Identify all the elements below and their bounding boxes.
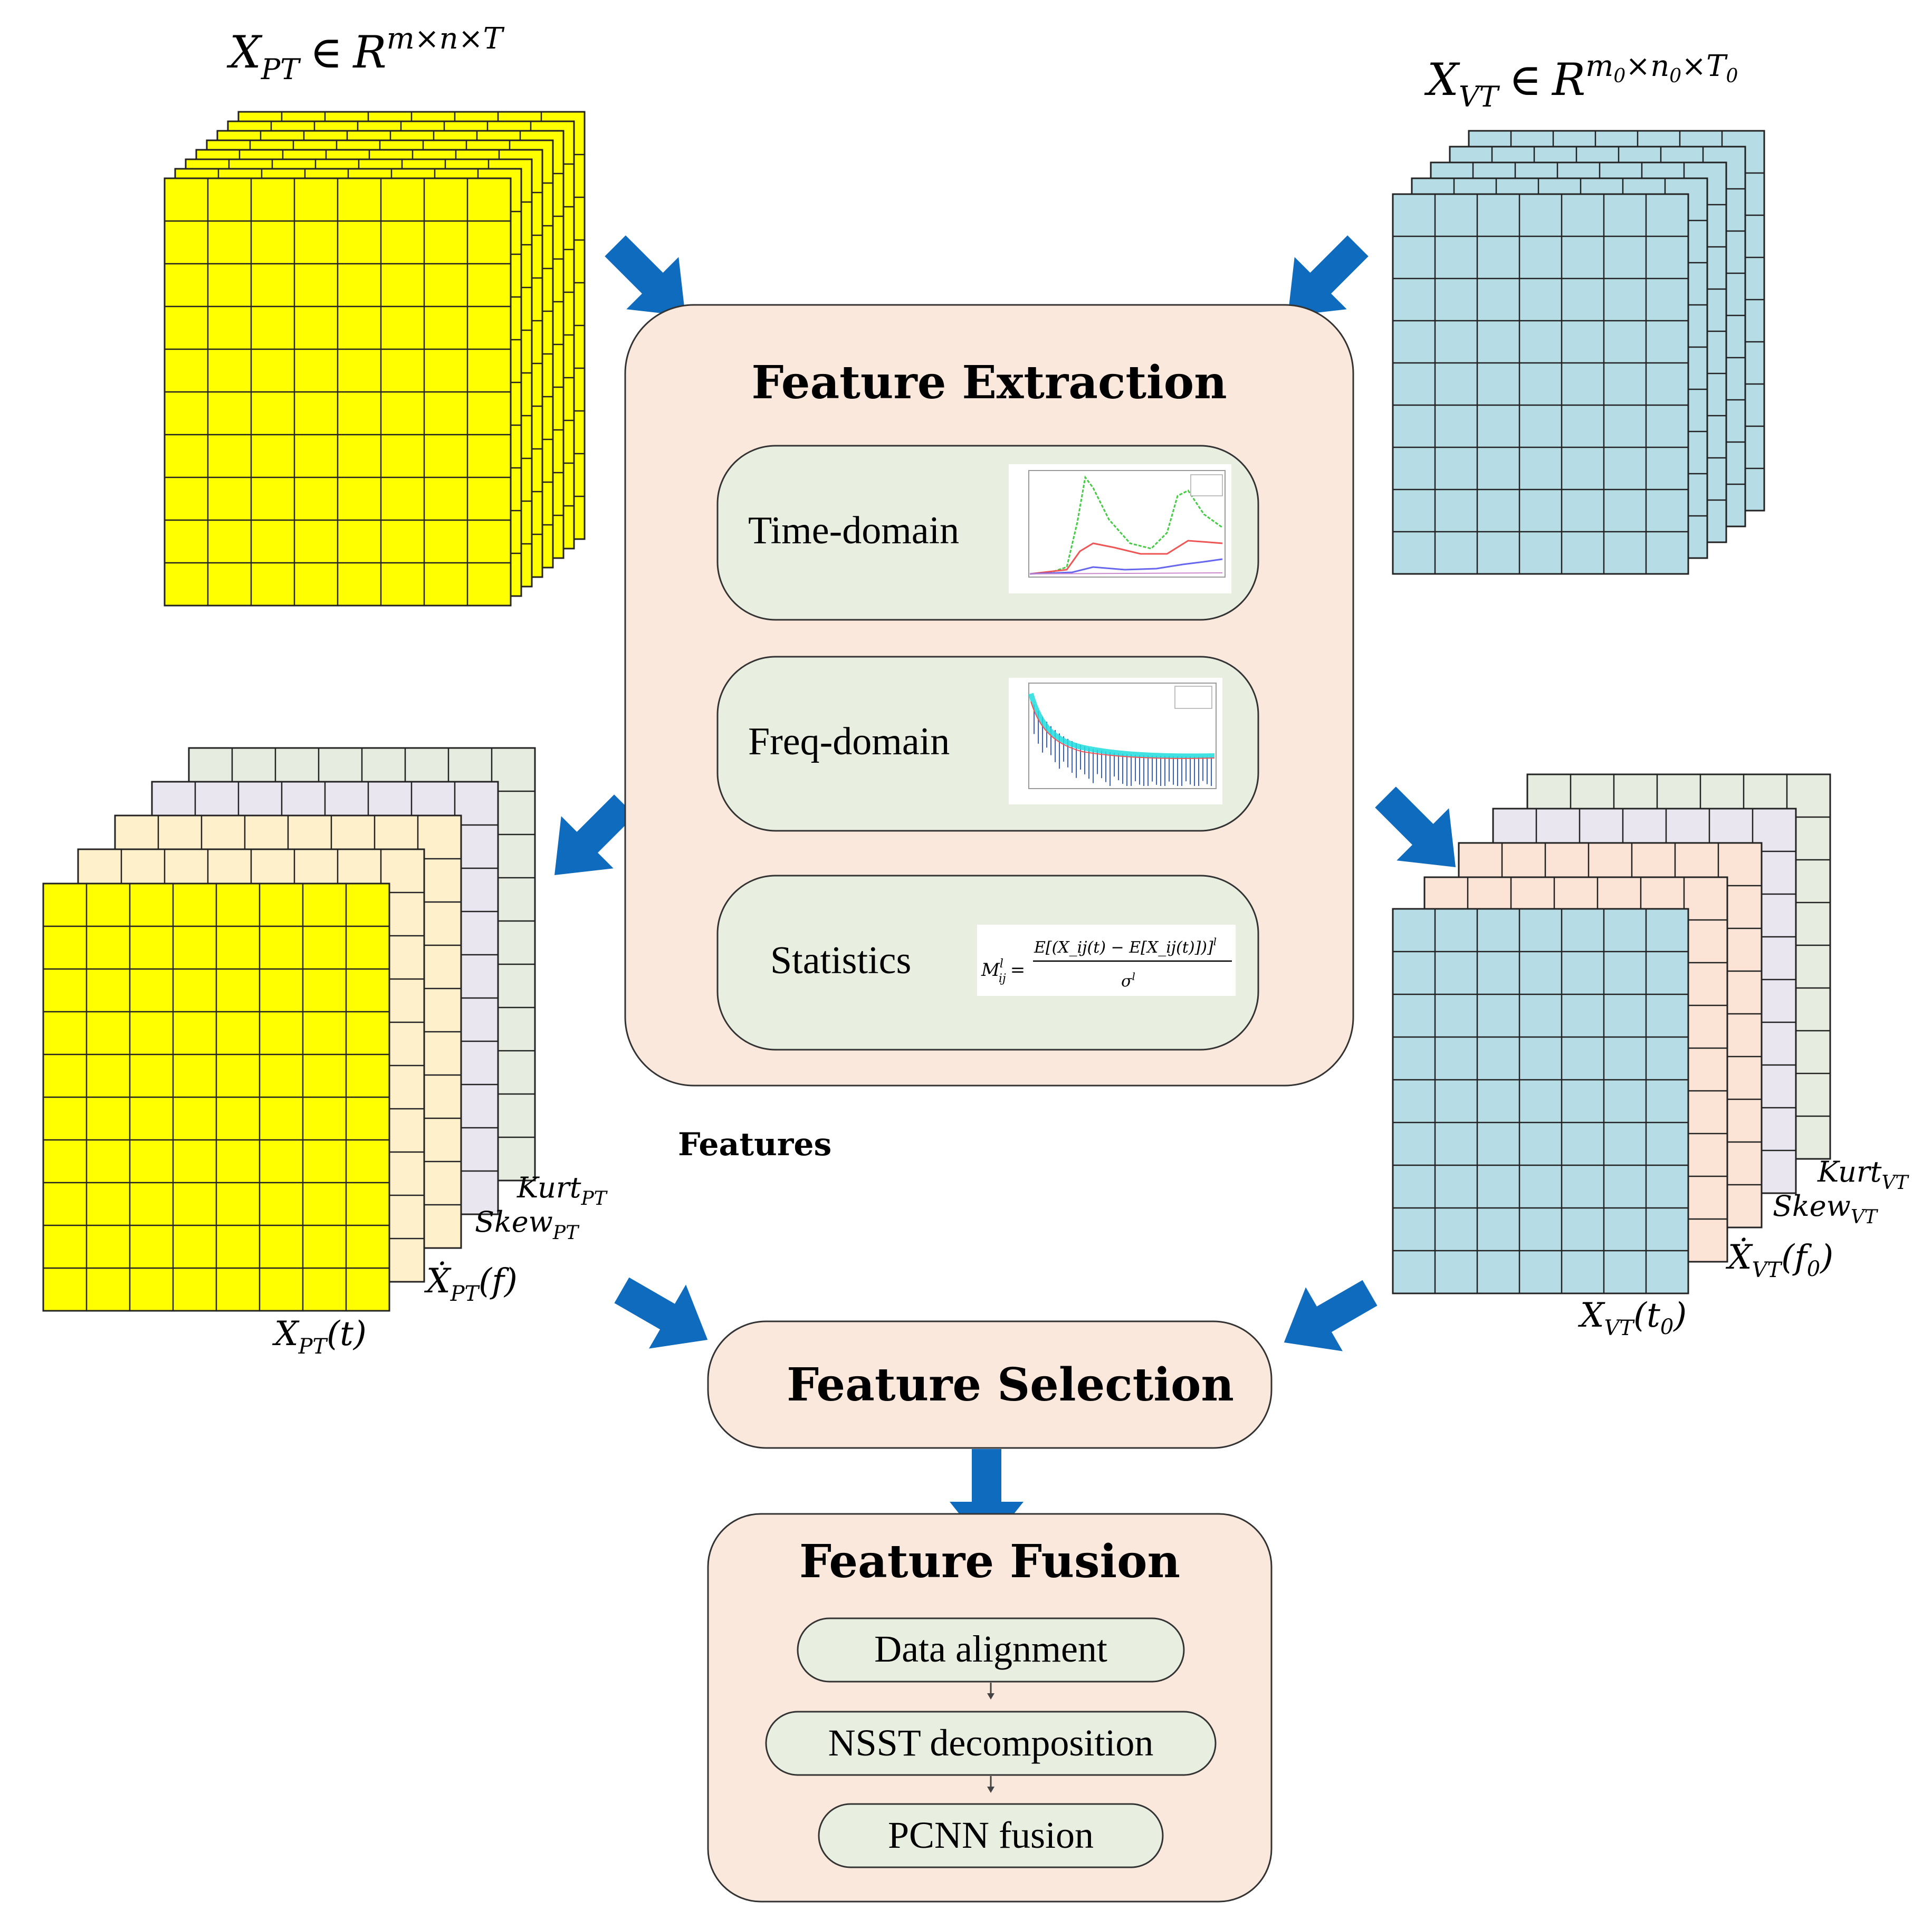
- freq-domain-thumbnail-plot: [1009, 678, 1222, 804]
- feature-selection-box: [707, 1320, 1273, 1449]
- time-series-green: [1029, 475, 1223, 575]
- arrow-pt-features-to-selection: [603, 1258, 726, 1372]
- pt-kurt-label: KurtPT: [517, 1171, 608, 1210]
- pt-input-layer-0: [164, 177, 512, 607]
- feature-selection-title: Feature Selection: [787, 1358, 1234, 1412]
- vt-x-label: XVT(t0): [1577, 1296, 1687, 1340]
- svg-text:σl: σl: [1121, 970, 1135, 991]
- feature-extraction-title: Feature Extraction: [751, 356, 1227, 409]
- spectrum-envelope: [1028, 693, 1215, 759]
- vt-input-label: XVT∈Rm0×n0×T0: [1424, 49, 1738, 113]
- time-domain-label: Time-domain: [748, 509, 959, 552]
- pt-input-label: XPT∈Rm×n×T: [226, 22, 505, 86]
- vt-kurt-label: KurtVT: [1817, 1155, 1909, 1194]
- pt-feature-stack: [42, 747, 536, 1312]
- pt-input-tensor-stack: [164, 111, 586, 607]
- time-series-red: [1029, 540, 1223, 575]
- arrow-vt-features-to-selection: [1265, 1261, 1389, 1375]
- vt-skew-label: SkewVT: [1773, 1189, 1879, 1228]
- vt-x-layer: [1392, 908, 1689, 1294]
- vt-feature-stack: [1392, 773, 1831, 1294]
- spectrum-spikes: [1034, 704, 1212, 786]
- pt-x-label: XPT(t): [272, 1314, 367, 1359]
- vt-input-tensor-stack: [1392, 130, 1765, 575]
- fusion-step-nsst-decomposition-label: NSST decomposition: [828, 1722, 1154, 1764]
- time-series-blue: [1029, 558, 1223, 575]
- fusion-step-data-alignment-label: Data alignment: [874, 1628, 1107, 1670]
- vt-xdot-label: ẊVT(f0): [1725, 1237, 1833, 1282]
- svg-text:E[(X_ij(t) − E[X_ij(t)])]l: E[(X_ij(t) − E[X_ij(t)])]l: [1034, 935, 1217, 957]
- pt-skew-label: SkewPT: [475, 1205, 580, 1244]
- fusion-step-pcnn-fusion-label: PCNN fusion: [888, 1814, 1094, 1856]
- feature-fusion-title: Feature Fusion: [799, 1535, 1180, 1588]
- vt-input-layer-0: [1392, 193, 1689, 575]
- time-domain-thumbnail-plot: [1009, 464, 1231, 593]
- features-label: Features: [678, 1126, 831, 1163]
- freq-domain-label: Freq-domain: [748, 720, 950, 763]
- statistics-label: Statistics: [770, 939, 911, 982]
- fusion-step-pcnn-fusion: [818, 1803, 1164, 1868]
- fusion-step-data-alignment: [797, 1617, 1185, 1683]
- fusion-step-nsst-decomposition: [765, 1711, 1217, 1776]
- pt-x-layer: [42, 882, 390, 1312]
- pt-xdot-label: ẊPT(f): [424, 1261, 518, 1306]
